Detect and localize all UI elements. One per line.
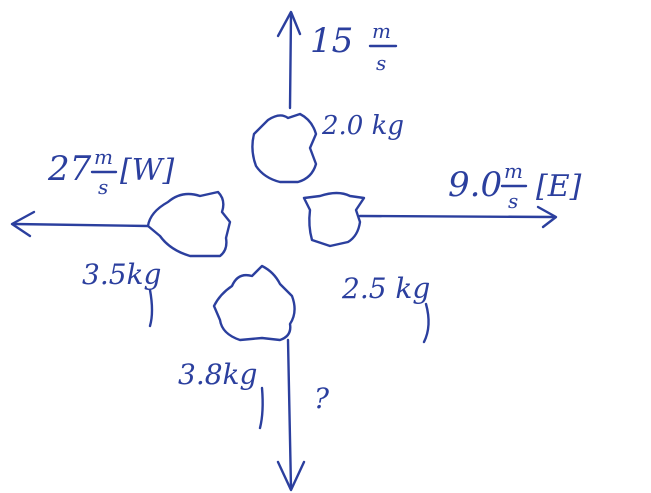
- north-arrow: [276, 10, 302, 110]
- west-direction-label: [W]: [120, 153, 175, 188]
- south-unknown-label: ?: [314, 382, 330, 415]
- north-fragment: [251, 112, 318, 184]
- east-speed-value: 9.0: [448, 165, 502, 205]
- east-fragment: [302, 191, 366, 248]
- south-fragment: [212, 264, 296, 342]
- west-mass-leader: [148, 288, 154, 328]
- east-arrow: [358, 205, 558, 229]
- east-unit-denominator: s: [508, 189, 518, 213]
- east-mass-label: 2.5 kg: [341, 272, 430, 305]
- north-speed-value: 15: [310, 21, 353, 61]
- east-mass-leader: [422, 302, 430, 344]
- east-unit-numerator: m: [504, 159, 523, 183]
- west-unit-numerator: m: [94, 145, 113, 169]
- north-unit-denominator: s: [376, 51, 386, 75]
- north-unit-numerator: m: [372, 19, 391, 43]
- west-unit-denominator: s: [98, 175, 108, 199]
- west-mass-label: 3.5kg: [82, 258, 161, 291]
- south-mass-label: 3.8kg: [178, 358, 257, 391]
- west-speed-value: 27: [47, 149, 92, 189]
- west-arrow: [10, 210, 150, 238]
- east-direction-label: [E]: [536, 169, 582, 204]
- south-arrow: [276, 338, 306, 492]
- south-mass-leader: [258, 386, 264, 430]
- west-fragment: [146, 190, 232, 258]
- north-mass-label: 2.0 kg: [321, 111, 404, 141]
